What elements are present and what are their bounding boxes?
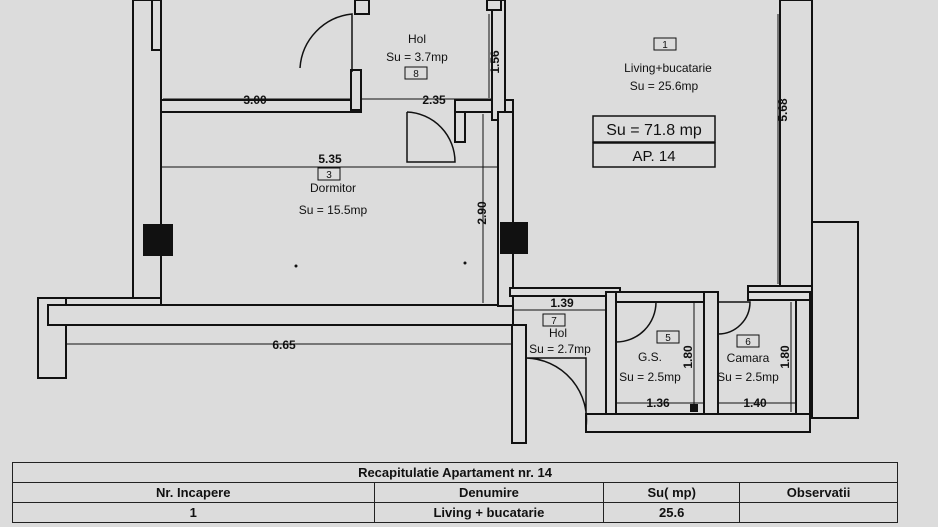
header-denumire: Denumire [373, 482, 605, 503]
wall-right-annex [811, 221, 859, 419]
room-num-box-gs [656, 330, 680, 344]
recap-title: Recapitulatie Apartament nr. 14 [12, 462, 898, 483]
room-num-hol-bottom: 7 [551, 316, 557, 327]
room-area-gs: Su = 2.5mp [619, 370, 681, 384]
dim-1-40: 1.40 [743, 396, 767, 410]
floor-plan: 3.00 2.35 1.56 5.68 5.35 2.90 6.65 1.39 … [37, 0, 859, 444]
summary-boxes: Su = 71.8 mp AP. 14 [592, 115, 716, 168]
doors [299, 13, 751, 429]
dim-1-56: 1.56 [488, 50, 502, 74]
wall-camara-top [747, 291, 811, 301]
wall-dormitor-inner [454, 111, 466, 143]
walls [37, 0, 859, 444]
room-area-hol-bottom: Su = 2.7mp [529, 342, 591, 356]
wall-living-right [779, 0, 813, 293]
wall-gs-left [605, 291, 617, 415]
door-dormitor [406, 111, 456, 163]
room-num-box-hol-top [404, 66, 428, 80]
header-nr-incapere: Nr. Incapere [12, 482, 375, 503]
dimension-texts: 3.00 2.35 1.56 5.68 5.35 2.90 6.65 1.39 … [243, 50, 792, 410]
dim-5-35: 5.35 [318, 152, 342, 166]
total-area-box [592, 115, 716, 143]
dim-2-35: 2.35 [422, 93, 446, 107]
chimney-right [500, 222, 528, 254]
room-name-living: Living+bucatarie [624, 61, 712, 75]
plan-dot-2 [463, 261, 467, 265]
door-camara [717, 301, 751, 335]
dim-2-90: 2.90 [475, 201, 489, 225]
wall-left-top-stub [151, 0, 162, 51]
room-num-box-hol-bottom [542, 313, 566, 327]
wall-gs-top [605, 291, 719, 303]
total-area-text: Su = 71.8 mp [606, 122, 702, 139]
room-name-gs: G.S. [638, 350, 662, 364]
room-num-gs: 5 [665, 333, 671, 344]
drain-mark [690, 404, 698, 412]
table-row: 1 Living + bucatarie 25.6 [12, 502, 898, 523]
room-area-dormitor: Su = 15.5mp [299, 203, 368, 217]
dim-3-00: 3.00 [243, 93, 267, 107]
door-gs [615, 301, 657, 343]
room-area-camara: Su = 2.5mp [717, 370, 779, 384]
room-name-hol-top: Hol [408, 32, 426, 46]
room-num-camara: 6 [745, 337, 751, 348]
wall-top-stub [354, 0, 370, 15]
chimney-left [143, 224, 173, 256]
dim-6-65: 6.65 [272, 338, 296, 352]
room-num-living: 1 [662, 40, 668, 51]
door-hol-bottom [525, 357, 588, 429]
wall-bottom-floor [585, 413, 811, 433]
dim-5-68: 5.68 [776, 98, 790, 122]
room-name-camara: Camara [727, 351, 770, 365]
room-num-box-camara [736, 334, 760, 348]
apartment-box [592, 142, 716, 168]
header-observatii: Observatii [739, 482, 898, 503]
cell-su: 25.6 [603, 502, 741, 523]
room-labels: Hol Su = 3.7mp 8 1 Living+bucatarie Su =… [299, 32, 779, 384]
dim-1-80b: 1.80 [778, 345, 792, 369]
wall-hol-bottom-top [509, 287, 621, 297]
door-hol-top [299, 13, 353, 72]
dimension-lines [66, 14, 796, 412]
recap-header-row: Nr. Incapere Denumire Su( mp) Observatii [12, 482, 898, 503]
recap-table: Recapitulatie Apartament nr. 14 Nr. Inca… [12, 462, 898, 523]
wall-dormitor-right [497, 111, 514, 307]
dim-1-39: 1.39 [550, 296, 574, 310]
room-area-living: Su = 25.6mp [630, 79, 699, 93]
wall-camara-right [795, 291, 811, 415]
room-area-hol-top: Su = 3.7mp [386, 50, 448, 64]
dim-1-36: 1.36 [646, 396, 670, 410]
wall-top-stub-2 [486, 0, 502, 11]
wall-bottom-left [511, 324, 527, 444]
wall-below-dormitor [47, 304, 514, 326]
room-num-hol-top: 8 [413, 69, 419, 80]
recap-title-row: Recapitulatie Apartament nr. 14 [12, 462, 898, 483]
header-su: Su( mp) [603, 482, 741, 503]
dim-1-80a: 1.80 [681, 345, 695, 369]
wall-hol-vertical-left [350, 69, 362, 111]
room-name-hol-bottom: Hol [549, 326, 567, 340]
room-name-dormitor: Dormitor [310, 181, 356, 195]
cell-nr: 1 [12, 502, 375, 523]
cell-denumire: Living + bucatarie [373, 502, 605, 523]
plan-dot-1 [294, 264, 298, 268]
apartment-text: AP. 14 [632, 148, 675, 165]
room-num-dormitor: 3 [326, 170, 332, 181]
cell-observatii [739, 502, 898, 523]
room-num-box-dormitor [317, 167, 341, 181]
room-num-box-living [653, 37, 677, 51]
wall-gs-right [703, 291, 719, 415]
